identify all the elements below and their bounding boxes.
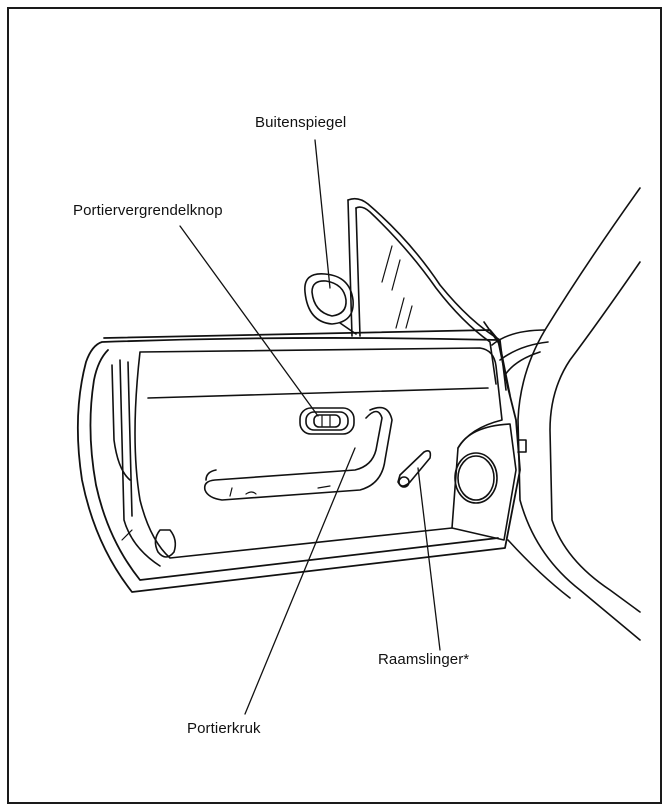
door-hinge <box>517 439 527 453</box>
label-buitenspiegel: Buitenspiegel <box>255 114 347 131</box>
label-raamslinger: Raamslinger* <box>378 651 470 668</box>
door-trim-panel <box>111 347 517 567</box>
window-crank <box>397 450 432 488</box>
window-frame <box>347 197 511 396</box>
car-body <box>491 187 641 641</box>
label-portierkruk: Portierkruk <box>187 720 261 737</box>
leader-lock-knob <box>179 225 319 417</box>
door-shell <box>76 329 521 593</box>
door-handle-armrest <box>154 406 393 558</box>
speaker <box>454 452 498 504</box>
leader-mirror <box>314 139 331 289</box>
leader-door-handle <box>244 447 356 715</box>
leader-window-crank <box>417 467 441 651</box>
lock-knob <box>299 407 355 435</box>
side-mirror <box>304 273 357 335</box>
leader-lines <box>179 139 441 715</box>
label-portiervergrendelknop: Portiervergrendelknop <box>73 202 223 219</box>
